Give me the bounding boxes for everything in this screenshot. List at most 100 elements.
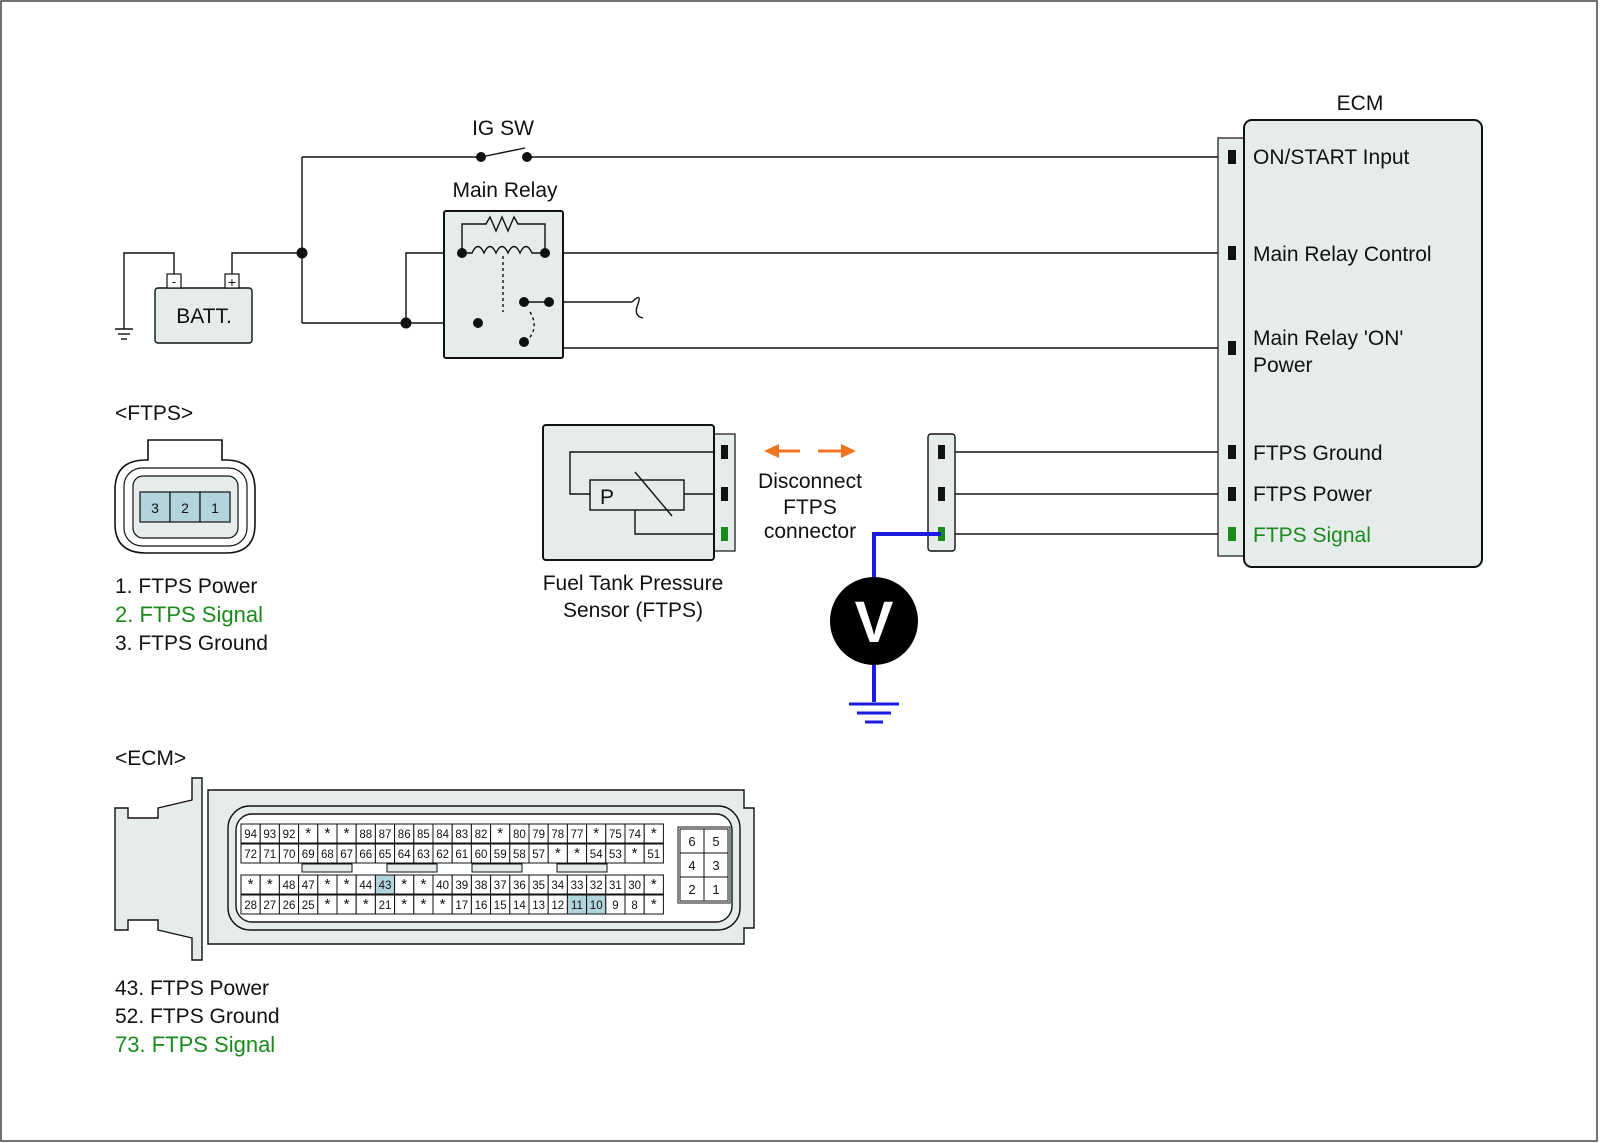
ecm-pin: 70 [278, 843, 300, 864]
main-relay-label: Main Relay [452, 179, 558, 202]
ecm-pin-label: 44 [359, 880, 372, 892]
ecm-pin: 75 [605, 823, 626, 844]
ecm-pin-label: 27 [263, 900, 276, 912]
ecm-pin: 71 [259, 843, 280, 864]
ecm-pin-label: * [651, 876, 657, 893]
ecm-terminal-main-relay-control: Main Relay Control [1253, 243, 1432, 266]
ecm-pin: 15 [490, 894, 511, 915]
ecm-pin: 33 [566, 874, 588, 895]
ecm-pin-label: * [420, 896, 426, 913]
ecm-pin-label: * [324, 876, 330, 893]
ecm-pin-label: * [344, 896, 350, 913]
ecm-terminal-ftps-ground: FTPS Ground [1253, 442, 1383, 465]
ftps-pin-3: 3 [151, 500, 159, 516]
ecm-pin: 93 [259, 823, 280, 844]
ecm-pin: * [547, 843, 568, 864]
ecm-pin: * [643, 823, 664, 844]
ecm-pin-label: 53 [609, 849, 622, 861]
ecm-pin-label: 37 [494, 880, 507, 892]
ecm-pin: * [240, 874, 261, 895]
ecm-pin: 60 [470, 843, 492, 864]
ecm-pin: 31 [605, 874, 626, 895]
ecm-pin-label: 68 [321, 849, 334, 861]
ecm-pin: * [317, 874, 338, 895]
ecm-pin-label: * [324, 825, 330, 842]
ecm-pin-label: 54 [590, 849, 603, 861]
ftps-connector-title: <FTPS> [115, 402, 193, 425]
ecm-pin-label: 47 [302, 880, 315, 892]
ecm-pin: * [317, 894, 338, 915]
ecm-pin-label: 82 [475, 829, 488, 841]
ecm-pin: 84 [432, 823, 453, 844]
disconnect-arrows [764, 444, 856, 458]
ecm-pin: 72 [240, 843, 261, 864]
ecm-pin-label: 79 [532, 829, 545, 841]
ecm-pin-label: 92 [283, 829, 296, 841]
ecm-pin-label: 80 [513, 829, 526, 841]
ecm-pin: 63 [413, 843, 434, 864]
harness-connector [927, 433, 956, 552]
ecm-pin: 64 [394, 843, 415, 864]
disconnect-note-line1: Disconnect [758, 470, 862, 493]
ecm-pin: 44 [355, 874, 376, 895]
ecm-pin: * [394, 894, 415, 915]
ecm-pin-label: 17 [455, 900, 468, 912]
junction-dots [296, 152, 532, 329]
ecm-pin-label: 57 [532, 849, 545, 861]
ecm-pin: 27 [259, 894, 280, 915]
ecm-small-pin: 3 [703, 852, 729, 878]
ecm-pin-label: 39 [455, 880, 468, 892]
ecm-pin: 39 [451, 874, 472, 895]
voltmeter: V [830, 532, 941, 724]
ecm-pin-label: 9 [612, 900, 618, 912]
ecm-pin: * [394, 874, 415, 895]
ftps-connector-view: <FTPS> 3 2 1 1. FTPS Power 2. FTPS Signa… [114, 402, 268, 655]
ecm-pin-label: * [305, 825, 311, 842]
ecm-pin-label: * [401, 896, 407, 913]
ecm-pin-label: 63 [417, 849, 430, 861]
sensor-p-label: P [600, 486, 614, 509]
battery-minus-sign: - [172, 274, 176, 289]
ecm-pin: 86 [394, 823, 415, 844]
ecm-pin: 14 [509, 894, 530, 915]
ecm-pin-label: * [363, 896, 369, 913]
ecm-pin: * [624, 843, 645, 864]
ecm-pin: * [413, 894, 434, 915]
ecm-pin: 28 [240, 894, 261, 915]
battery-label: BATT. [176, 305, 232, 328]
ecm-pin: 53 [605, 843, 626, 864]
ecm-pin: 74 [624, 823, 645, 844]
ecm-pin-label: 38 [475, 880, 488, 892]
ecm-pin-label: 83 [455, 829, 468, 841]
ecm-pin: 36 [509, 874, 530, 895]
ecm-pin-label: 15 [494, 900, 507, 912]
ecm-pin: 85 [413, 823, 434, 844]
ecm-pin: 82 [470, 823, 492, 844]
ftps-legend-3: 3. FTPS Ground [115, 632, 268, 655]
ecm-pin-label: 59 [494, 849, 507, 861]
ecm-label: ECM [1337, 92, 1384, 115]
wires [115, 147, 1230, 535]
ecm-pin: * [413, 874, 434, 895]
ecm-pin-label: 35 [532, 880, 545, 892]
ecm-pin-label: * [593, 825, 599, 842]
ecm-pin-label: 11 [571, 900, 583, 912]
ecm-small-pin: 4 [679, 852, 705, 878]
ecm-pin: 58 [509, 843, 530, 864]
ecm-pin: 10 [586, 894, 607, 915]
sensor-name-line2: Sensor (FTPS) [563, 599, 703, 622]
ecm-pin: * [355, 894, 376, 915]
ecm-pin-label: * [324, 896, 330, 913]
ecm-pin-label: 32 [590, 880, 603, 892]
ecm-pin-label: 67 [340, 849, 353, 861]
ecm-pin-label: 16 [475, 900, 488, 912]
ecm-pin-label: 62 [436, 849, 449, 861]
ecm-pin-label: * [420, 876, 426, 893]
ecm-terminal-ftps-signal: FTPS Signal [1253, 524, 1371, 547]
ecm-pin: 34 [547, 874, 568, 895]
ecm-pin: * [490, 823, 511, 844]
ecm-pin-label: * [344, 825, 350, 842]
